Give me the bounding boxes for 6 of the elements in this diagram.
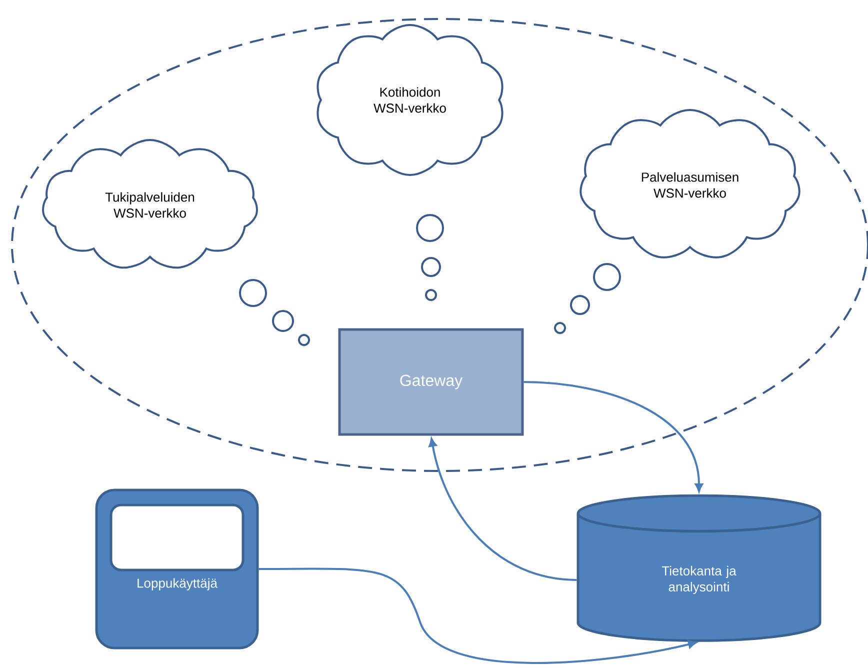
database-cylinder: Tietokanta ja analysointi bbox=[576, 494, 822, 642]
arrow bbox=[428, 438, 577, 581]
arrow bbox=[524, 381, 704, 492]
gateway-box: Gateway bbox=[338, 328, 524, 436]
terminal-drawing: Loppukäyttäjä bbox=[95, 488, 259, 650]
arrow bbox=[258, 568, 697, 664]
